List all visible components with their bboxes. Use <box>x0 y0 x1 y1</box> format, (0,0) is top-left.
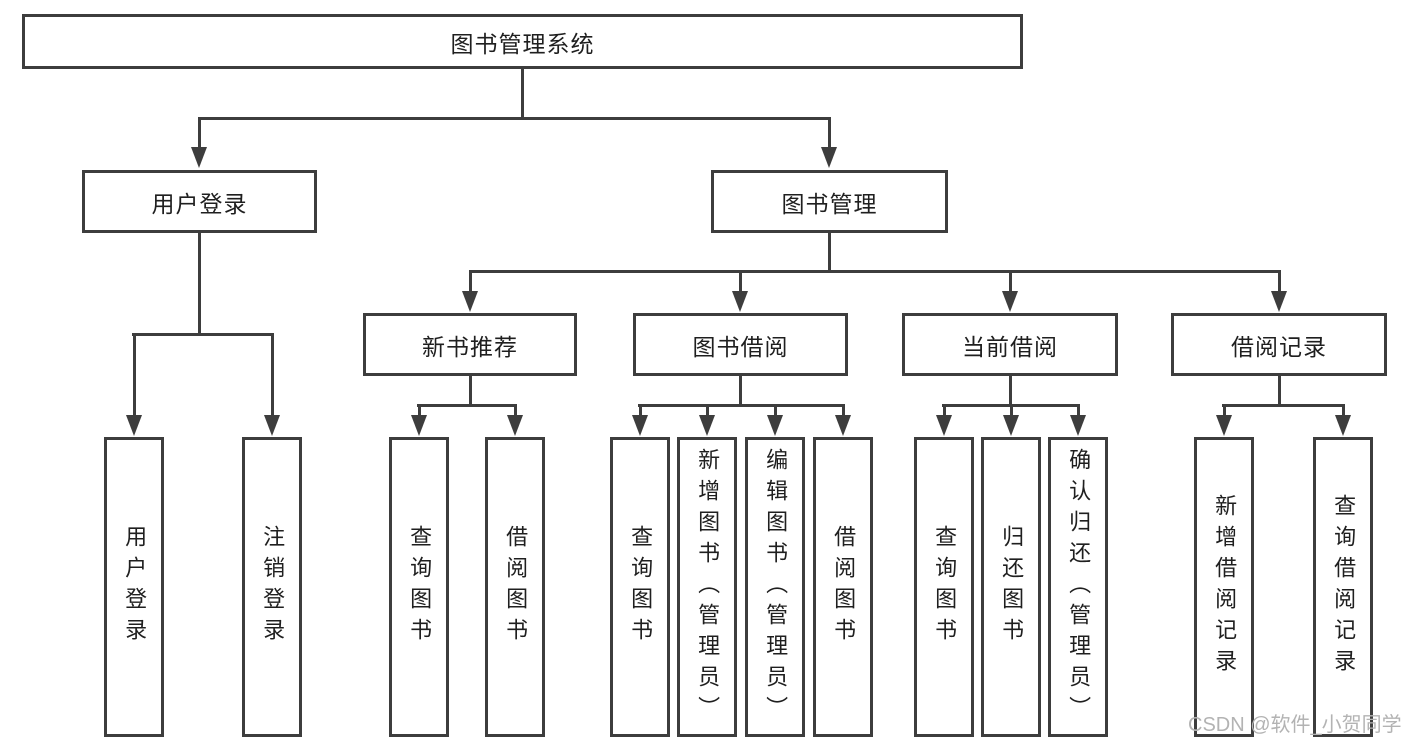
connector-root-trunk <box>521 69 524 120</box>
connector-record-trunk <box>1278 376 1281 407</box>
leaf-edit-books-admin: 编辑图书（管理员） <box>745 437 805 737</box>
connector-arrow-stem <box>828 117 831 150</box>
connector-borrow-trunk <box>739 376 742 407</box>
arrowhead-down-icon <box>191 147 207 168</box>
connector-arrow-stem <box>1010 404 1013 418</box>
connector-arrow-stem <box>514 404 517 418</box>
leaf-label: 借阅图书 <box>503 525 529 649</box>
leaf-label: 查询图书 <box>932 525 958 649</box>
leaf-borrow-books-borrowing: 借阅图书 <box>813 437 873 737</box>
connector-user-rail <box>132 333 274 336</box>
watermark: CSDN @软件_小贺同学 <box>1188 714 1402 736</box>
node-book-borrowing: 图书借阅 <box>633 313 848 376</box>
leaf-label: 归还图书 <box>999 525 1025 649</box>
connector-arrow-stem <box>842 404 845 418</box>
leaf-label: 用户登录 <box>122 525 148 649</box>
connector-arrow-stem <box>198 117 201 150</box>
arrowhead-down-icon <box>835 415 851 436</box>
leaf-query-books-current: 查询图书 <box>914 437 974 737</box>
connector-arrow-stem <box>418 404 421 418</box>
leaf-label: 新增图书（管理员） <box>695 447 721 727</box>
leaf-label: 注销登录 <box>260 525 286 649</box>
arrowhead-down-icon <box>1271 291 1287 312</box>
arrowhead-down-icon <box>1002 291 1018 312</box>
arrowhead-down-icon <box>1003 415 1019 436</box>
leaf-query-borrow-record: 查询借阅记录 <box>1313 437 1373 737</box>
node-label: 借阅记录 <box>1231 333 1327 360</box>
arrowhead-down-icon <box>936 415 952 436</box>
leaf-query-books-newbook: 查询图书 <box>389 437 449 737</box>
connector-arrow-stem <box>639 404 642 418</box>
leaf-return-books: 归还图书 <box>981 437 1041 737</box>
node-label: 图书管理系统 <box>450 30 595 57</box>
connector-arrow-stem <box>271 333 274 418</box>
leaf-label: 新增借阅记录 <box>1212 494 1238 680</box>
arrowhead-down-icon <box>1216 415 1232 436</box>
arrowhead-down-icon <box>411 415 427 436</box>
arrowhead-down-icon <box>699 415 715 436</box>
node-book-management: 图书管理 <box>711 170 948 233</box>
leaf-label: 查询借阅记录 <box>1331 494 1357 680</box>
arrowhead-down-icon <box>821 147 837 168</box>
node-user-login: 用户登录 <box>82 170 317 233</box>
connector-arrow-stem <box>943 404 946 418</box>
node-borrowing-records: 借阅记录 <box>1171 313 1387 376</box>
node-label: 图书管理 <box>781 190 878 217</box>
node-new-book-recommend: 新书推荐 <box>363 313 577 376</box>
connector-mgmt-rail <box>469 270 1280 273</box>
leaf-label: 查询图书 <box>628 525 654 649</box>
connector-user-trunk <box>198 233 201 336</box>
connector-record-rail <box>1222 404 1345 407</box>
arrowhead-down-icon <box>732 291 748 312</box>
connector-arrow-stem <box>774 404 777 418</box>
connector-newbook-trunk <box>469 376 472 407</box>
connector-arrow-stem <box>706 404 709 418</box>
arrowhead-down-icon <box>1070 415 1086 436</box>
connector-arrow-stem <box>133 333 136 418</box>
connector-arrow-stem <box>1342 404 1345 418</box>
node-label: 新书推荐 <box>422 333 518 360</box>
arrowhead-down-icon <box>264 415 280 436</box>
arrowhead-down-icon <box>632 415 648 436</box>
connector-root-rail <box>198 117 831 120</box>
node-label: 当前借阅 <box>962 333 1058 360</box>
connector-arrow-stem <box>1009 270 1012 294</box>
node-library-system: 图书管理系统 <box>22 14 1023 69</box>
leaf-add-borrow-record: 新增借阅记录 <box>1194 437 1254 737</box>
leaf-add-books-admin: 新增图书（管理员） <box>677 437 737 737</box>
connector-borrow-rail <box>638 404 845 407</box>
leaf-borrow-books-newbook: 借阅图书 <box>485 437 545 737</box>
leaf-label: 查询图书 <box>407 525 433 649</box>
connector-arrow-stem <box>1223 404 1226 418</box>
leaf-query-books-borrowing: 查询图书 <box>610 437 670 737</box>
leaf-user-login: 用户登录 <box>104 437 164 737</box>
connector-arrow-stem <box>469 270 472 294</box>
leaf-label: 确认归还（管理员） <box>1066 447 1092 727</box>
connector-current-trunk <box>1009 376 1012 407</box>
arrowhead-down-icon <box>126 415 142 436</box>
arrowhead-down-icon <box>767 415 783 436</box>
leaf-logout: 注销登录 <box>242 437 302 737</box>
connector-mgmt-trunk <box>828 233 831 273</box>
node-current-borrowing: 当前借阅 <box>902 313 1118 376</box>
connector-arrow-stem <box>1077 404 1080 418</box>
node-label: 图书借阅 <box>692 333 789 360</box>
connector-arrow-stem <box>739 270 742 294</box>
connector-arrow-stem <box>1278 270 1281 294</box>
leaf-confirm-return-admin: 确认归还（管理员） <box>1048 437 1108 737</box>
arrowhead-down-icon <box>507 415 523 436</box>
arrowhead-down-icon <box>462 291 478 312</box>
node-label: 用户登录 <box>151 190 248 217</box>
leaf-label: 借阅图书 <box>831 525 857 649</box>
connector-newbook-rail <box>417 404 517 407</box>
leaf-label: 编辑图书（管理员） <box>763 447 789 727</box>
arrowhead-down-icon <box>1335 415 1351 436</box>
